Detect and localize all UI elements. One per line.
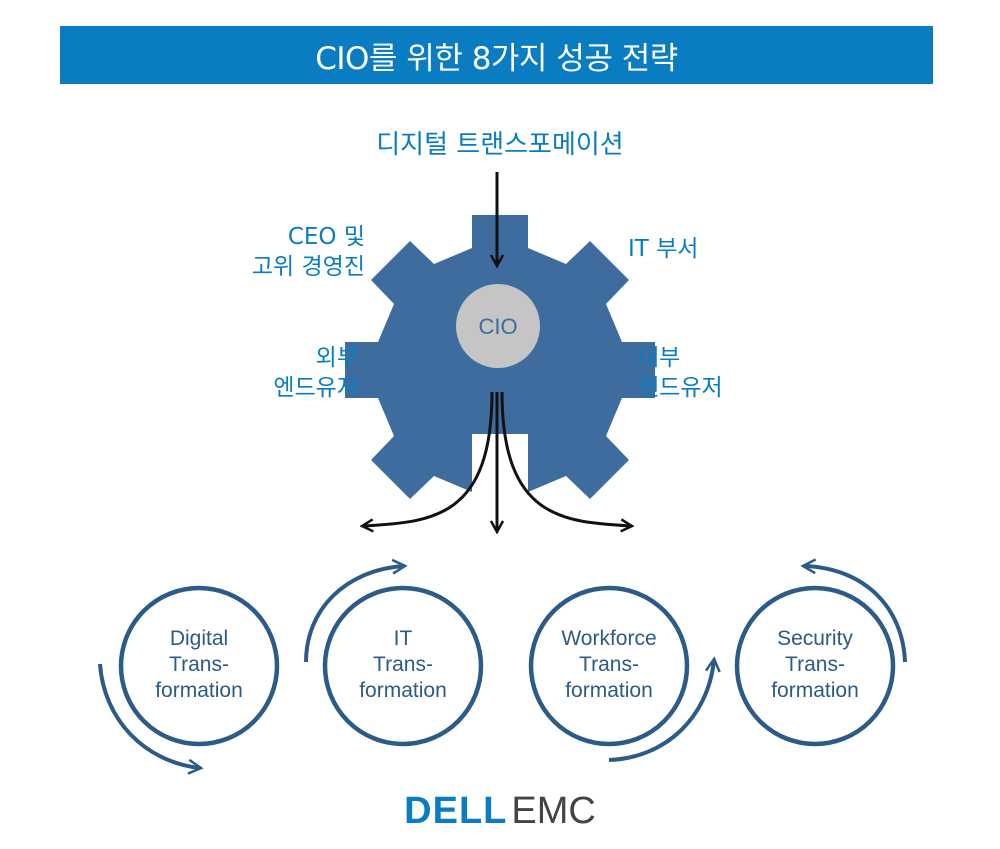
arrow-out-left [363,391,494,526]
external-end-user-label: 외부 엔드유저 [190,343,358,403]
ceo-label-line2: 고위 경영진 [251,254,365,280]
workforce-transformation-circle [528,585,690,747]
circle-label-line: Trans- [373,653,433,676]
gear-icon [345,215,655,499]
circle-label-line: IT [393,627,413,650]
gear-center [456,284,540,368]
internal-end-user-line1: 내부 [638,345,681,371]
it-transformation-label: IT Trans- formation [328,626,478,704]
circle-label-line: formation [565,679,653,702]
cycle-arrow-security [804,566,907,663]
it-department-label: IT 부서 [628,234,768,264]
circle-label-line: Security [777,627,853,650]
digital-transformation-heading: 디지털 트랜스포메이션 [376,130,624,160]
ceo-label-line1: CEO 및 [287,224,365,250]
gear-center-label: CIO [478,314,517,339]
circle-label-line: Workforce [561,627,657,650]
internal-end-user-line2: 엔드유저 [638,375,723,401]
cycle-arrow-it [304,566,404,663]
circle-label-line: formation [771,679,859,702]
digital-transformation-circle [118,585,280,747]
it-department-label-text: IT 부서 [628,236,699,262]
cycle-arrow-digital [98,663,200,768]
arrow-out-right [500,391,631,526]
cycle-arrow-workforce [608,660,714,762]
circle-label-line: formation [155,679,243,702]
title-bar: CIO를 위한 8가지 성공 전략 [60,26,933,84]
logo-suffix: EMC [511,790,596,832]
ceo-label: CEO 및 고위 경영진 [190,222,365,282]
digital-transformation-label: Digital Trans- formation [124,626,274,704]
it-transformation-circle [322,585,484,747]
security-transformation-circle [734,585,896,747]
circle-label-line: Trans- [169,653,229,676]
security-transformation-label: Security Trans- formation [740,626,890,704]
page-title: CIO를 위한 8가지 성공 전략 [315,40,678,77]
external-end-user-line2: 엔드유저 [273,375,358,401]
circle-label-line: Trans- [579,653,639,676]
circle-label-line: Digital [169,627,229,650]
circle-label-line: formation [359,679,447,702]
internal-end-user-label: 내부 엔드유저 [638,343,798,403]
logo-brand: DELL [404,790,508,832]
workforce-transformation-label: Workforce Trans- formation [534,626,684,704]
external-end-user-line1: 외부 [315,345,358,371]
circle-label-line: Trans- [785,653,845,676]
